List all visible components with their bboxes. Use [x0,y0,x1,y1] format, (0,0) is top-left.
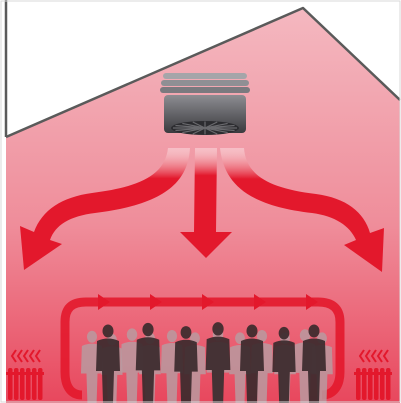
vent-slat [192,121,206,129]
heat-wave [28,349,35,363]
heat-wave [364,349,371,363]
radiator-fin [380,368,385,400]
person-silhouette [205,322,231,403]
ceiling-heater-icon [160,73,250,135]
vent-slat [204,127,228,134]
heat-wave [16,349,23,363]
person-silhouette [272,326,296,403]
airflow-arrow-center [180,148,232,258]
heat-wave [22,349,29,363]
radiator-fin [14,368,19,400]
heater-top-ring [163,73,247,79]
radiator-fin [386,368,391,400]
heat-wave [376,349,383,363]
radiator-fin [8,368,13,400]
circulation-arrowhead [306,294,318,310]
radiator-fin [32,368,37,400]
airflow-arrows [20,148,384,272]
circulation-loop [60,294,345,400]
vent-slat [182,122,206,129]
radiator-fin [356,368,361,400]
heater-top-ring [161,80,249,86]
person-silhouette [174,326,198,403]
airflow-arrow-left [20,148,190,270]
vent-slat [204,124,235,129]
heater-vent-slats [173,121,237,135]
heat-wave [370,349,377,363]
circulation-arrowhead [254,294,266,310]
heat-wave [10,349,17,363]
radiator-fin [368,368,373,400]
radiator-fin [38,368,43,400]
airflow-arrow-right [220,148,384,272]
circulation-arrowhead [202,294,214,310]
circulation-arrowhead [98,294,110,310]
circulation-arrowhead [150,294,162,310]
radiator-fin [26,368,31,400]
people-group-icon [80,322,333,403]
heater-top-ring [160,87,250,93]
person-silhouette [240,324,264,403]
radiator-fin [362,368,367,400]
heat-wave [358,349,365,363]
circulation-arrowheads [98,294,318,310]
radiator-icon [354,349,392,400]
radiator-pipe [6,372,44,375]
person-silhouette [96,324,120,403]
vent-slat [204,127,218,135]
heat-wave [34,349,41,363]
roof-outline [5,6,401,139]
radiator-pipe [354,372,392,375]
radiator-fin [20,368,25,400]
radiator-icon [6,349,44,400]
person-silhouette [302,324,326,403]
heat-wave [382,349,389,363]
person-silhouette [135,322,161,403]
radiator-fin [374,368,379,400]
